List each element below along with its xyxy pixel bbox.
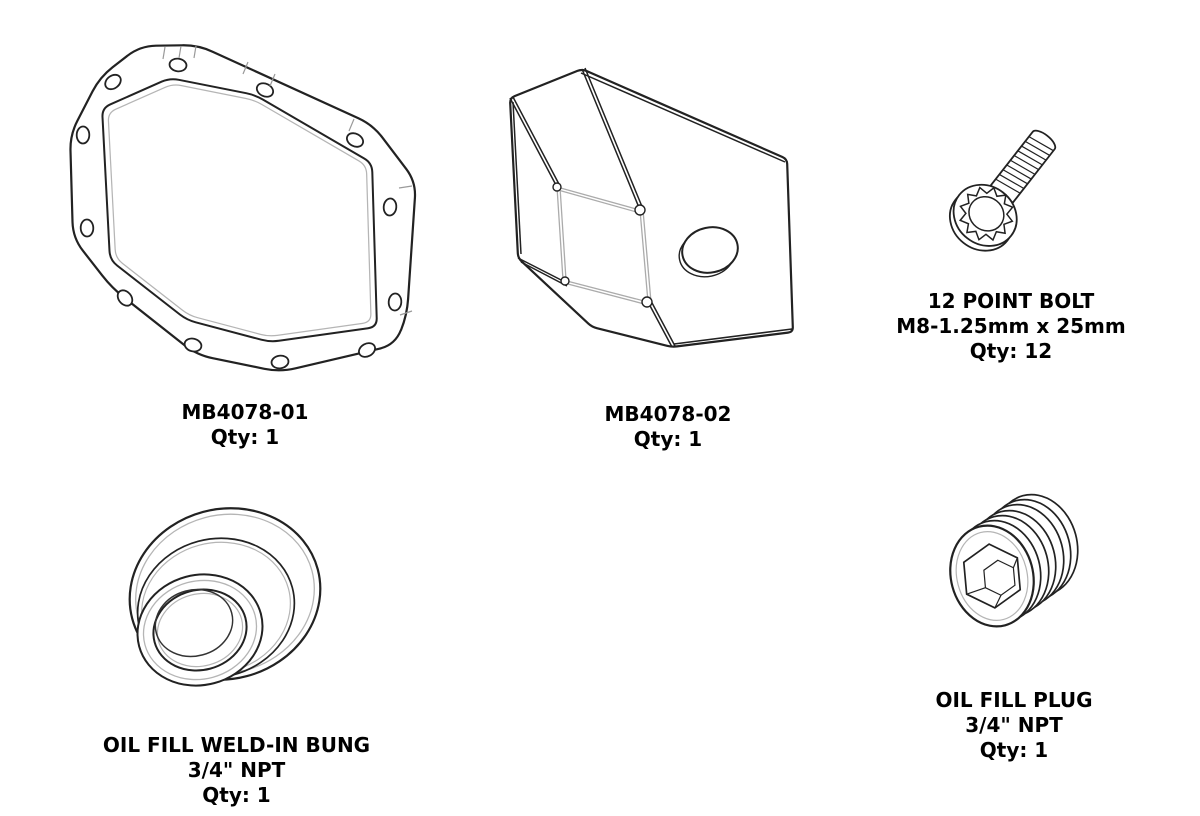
part-spec: 3/4" NPT — [965, 713, 1063, 737]
diff-cover-gasket-illustration — [69, 44, 417, 372]
facet-bend-lines — [556, 186, 652, 306]
label-oil-fill-plug: OIL FILL PLUG 3/4" NPT Qty: 1 — [864, 688, 1164, 763]
oil-fill-weld-in-bung-illustration — [128, 507, 322, 687]
diff-cover-body-illustration — [509, 67, 794, 348]
part-qty: Qty: 1 — [979, 738, 1049, 762]
part-name: OIL FILL WELD-IN BUNG — [102, 733, 371, 757]
bolt-holes — [75, 57, 403, 370]
part-spec: 3/4" NPT — [187, 758, 286, 782]
12-point-bolt-illustration — [949, 129, 1057, 252]
hex-socket — [962, 543, 1022, 609]
oil-fill-hole — [681, 226, 739, 274]
label-oil-fill-weld-in-bung: OIL FILL WELD-IN BUNG 3/4" NPT Qty: 1 — [59, 733, 414, 808]
label-12-point-bolt: 12 POINT BOLT M8-1.25mm x 25mm Qty: 12 — [861, 289, 1161, 364]
part-qty: Qty: 12 — [969, 339, 1053, 363]
part-name: 12 POINT BOLT — [927, 289, 1095, 313]
label-mb4078-01: MB4078-01 Qty: 1 — [95, 400, 395, 450]
part-number: MB4078-01 — [181, 400, 309, 424]
part-qty: Qty: 1 — [633, 427, 703, 451]
cover-edges — [509, 67, 793, 348]
part-qty: Qty: 1 — [210, 425, 280, 449]
threaded-bore — [152, 588, 248, 672]
weld-joints — [552, 182, 653, 308]
label-mb4078-02: MB4078-02 Qty: 1 — [518, 402, 818, 452]
oil-fill-plug-illustration — [949, 493, 1079, 628]
part-name: OIL FILL PLUG — [935, 688, 1093, 712]
thread-lines — [995, 136, 1054, 194]
part-number: MB4078-02 — [604, 402, 732, 426]
part-qty: Qty: 1 — [202, 783, 271, 807]
part-spec: M8-1.25mm x 25mm — [896, 314, 1126, 338]
